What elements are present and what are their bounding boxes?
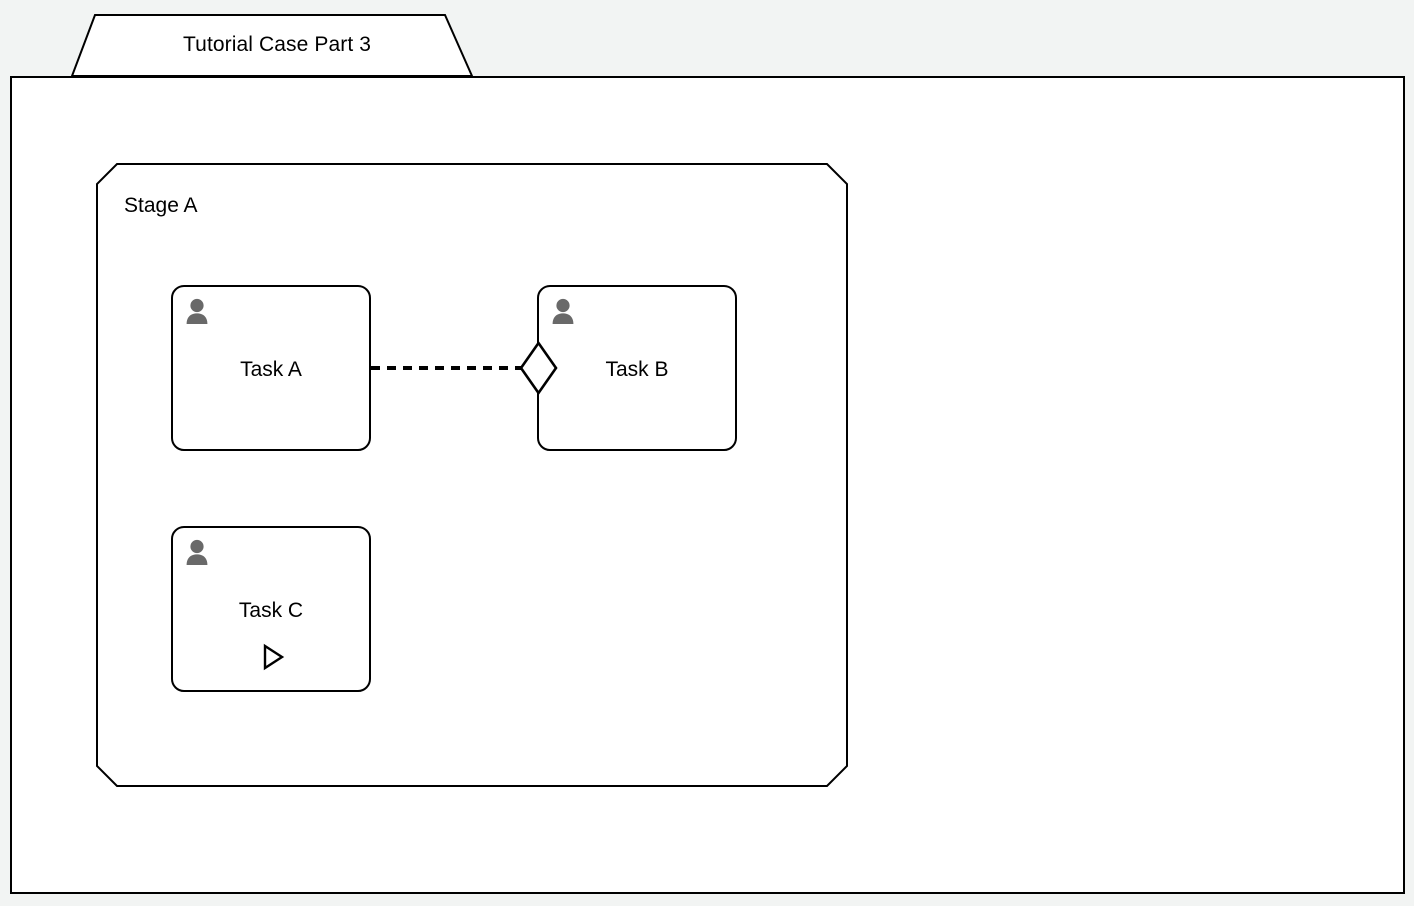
- person-icon: [186, 539, 208, 565]
- case-tab-label: Tutorial Case Part 3: [183, 33, 371, 56]
- play-icon: [263, 643, 285, 671]
- case-frame: Stage A Task A Task B: [10, 76, 1405, 894]
- stage-container[interactable]: Stage A Task A Task B: [96, 163, 848, 787]
- person-icon: [186, 298, 208, 324]
- task-node-c[interactable]: Task C: [171, 526, 371, 692]
- stage-title: Stage A: [124, 194, 198, 217]
- person-icon: [552, 298, 574, 324]
- task-node-b-label: Task B: [605, 358, 669, 381]
- case-tab[interactable]: Tutorial Case Part 3: [70, 14, 474, 78]
- task-node-b[interactable]: Task B: [537, 285, 737, 451]
- stage-shape: [96, 163, 848, 787]
- task-node-a-label: Task A: [240, 358, 302, 381]
- task-node-c-label: Task C: [238, 599, 304, 622]
- task-node-a[interactable]: Task A: [171, 285, 371, 451]
